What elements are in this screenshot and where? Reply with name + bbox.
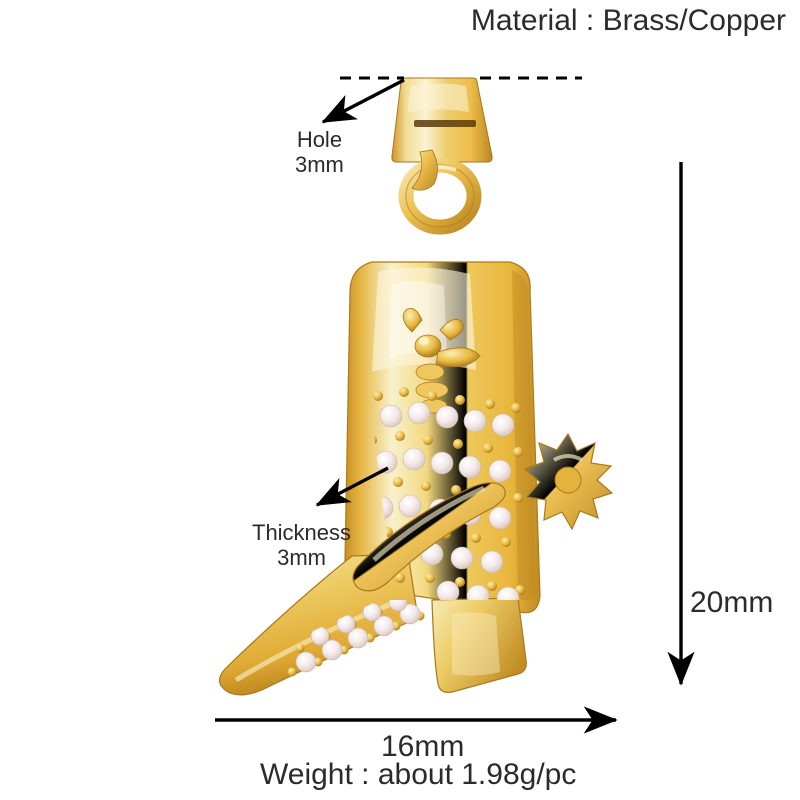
thickness-leader-arrow — [315, 466, 389, 507]
pendant-bail — [391, 77, 493, 163]
width-label: 16mm — [381, 730, 465, 763]
hole-label: Hole 3mm — [295, 127, 344, 177]
material-label: Material : Brass/Copper — [470, 4, 786, 37]
height-label: 20mm — [690, 586, 774, 619]
weight-label: Weight : about 1.98g/pc — [260, 758, 577, 791]
hole-leader-arrow — [321, 78, 405, 124]
bee-motif — [402, 307, 481, 414]
spur-rowel — [523, 432, 614, 531]
jump-ring — [398, 149, 482, 235]
spur — [352, 432, 614, 592]
spur-strap — [352, 482, 506, 592]
thickness-label: Thickness 3mm — [252, 520, 352, 570]
pave-stones-toe — [287, 600, 425, 677]
